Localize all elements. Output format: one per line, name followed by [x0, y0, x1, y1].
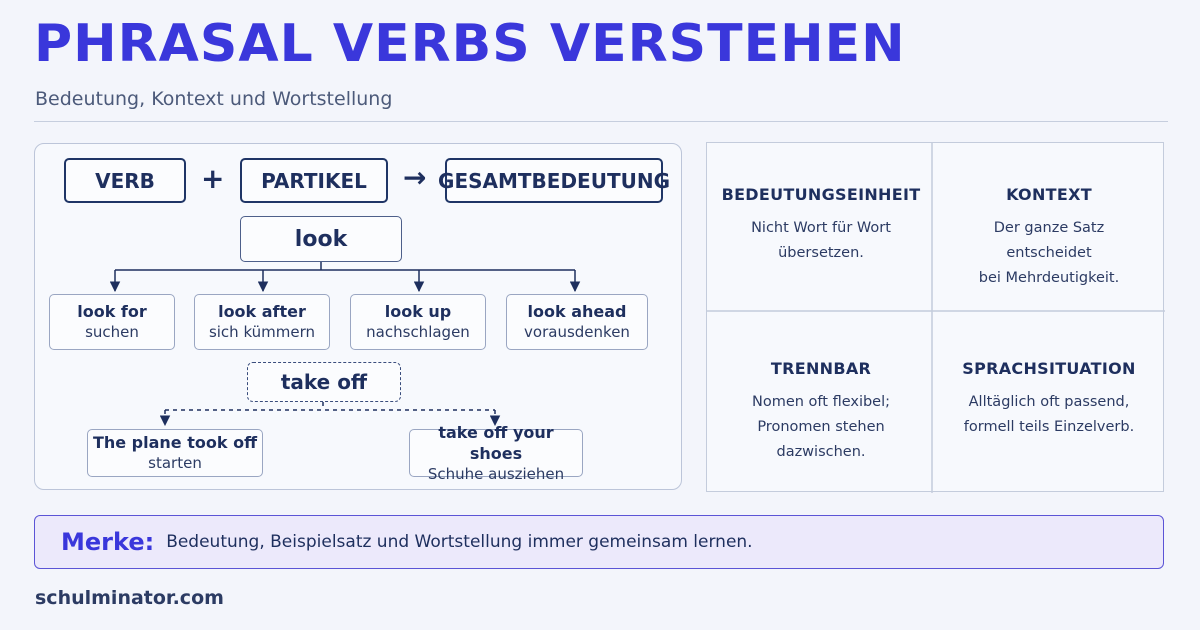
- diagram-panel: VERB + PARTIKEL → GESAMTBEDEUTUNG look l…: [34, 143, 682, 490]
- meaning-label: vorausdenken: [524, 323, 630, 341]
- page-subtitle: Bedeutung, Kontext und Wortstellung: [35, 88, 393, 110]
- header-divider: [34, 121, 1168, 122]
- look-child-box: look after sich kümmern: [194, 294, 330, 350]
- meaning-label: nachschlagen: [366, 323, 470, 341]
- info-cell-text: Nomen oft flexibel;Pronomen stehen dazwi…: [751, 394, 891, 460]
- info-cell-title: SPRACHSITUATION: [962, 359, 1136, 378]
- takeoff-child-box: take off your shoes Schuhe ausziehen: [409, 423, 583, 483]
- merke-text: Bedeutung, Beispielsatz und Wortstellung…: [166, 532, 753, 552]
- meaning-label: Schuhe ausziehen: [427, 464, 565, 483]
- info-cell: SPRACHSITUATION Alltäglich oft passend,f…: [935, 317, 1163, 491]
- look-child-box: look for suchen: [49, 294, 175, 350]
- look-root-box: look: [240, 216, 402, 262]
- phrase-label: look for: [77, 302, 147, 321]
- phrase-label: take off your shoes: [438, 422, 554, 463]
- meaning-label: suchen: [85, 323, 139, 341]
- info-cell-title: TRENNBAR: [770, 359, 872, 378]
- formula-verb-box: VERB: [64, 158, 186, 203]
- formula-result-box: GESAMTBEDEUTUNG: [438, 158, 670, 203]
- footer-site-link[interactable]: schulminator.com: [35, 587, 224, 609]
- look-child-box: look up nachschlagen: [350, 294, 486, 350]
- plus-sign: +: [201, 162, 225, 195]
- info-cell-text: Alltäglich oft passend,formell teils Ein…: [963, 394, 1135, 435]
- meaning-label: starten: [148, 454, 202, 472]
- info-cell-title: KONTEXT: [1006, 185, 1092, 204]
- merke-label: Merke:: [61, 528, 155, 556]
- takeoff-child-box: The plane took off starten: [87, 429, 263, 477]
- phrase-label: The plane took off: [92, 433, 258, 452]
- merke-box: Merke: Bedeutung, Beispielsatz und Worts…: [34, 515, 1164, 569]
- look-child-box: look ahead vorausdenken: [506, 294, 648, 350]
- info-cell: TRENNBAR Nomen oft flexibel;Pronomen ste…: [707, 317, 935, 491]
- arrow-right-icon: →: [403, 161, 427, 194]
- phrase-label: look up: [384, 302, 452, 321]
- info-cell-title: BEDEUTUNGSEINHEIT: [721, 185, 921, 204]
- formula-particle-box: PARTIKEL: [240, 158, 388, 203]
- takeoff-root-box: take off: [247, 362, 401, 402]
- meaning-label: sich kümmern: [208, 323, 316, 341]
- look-connectors: [109, 262, 581, 293]
- page-title: PHRASAL VERBS VERSTEHEN: [34, 14, 906, 74]
- phrase-label: look ahead: [527, 302, 627, 321]
- phrase-label: look after: [218, 302, 306, 321]
